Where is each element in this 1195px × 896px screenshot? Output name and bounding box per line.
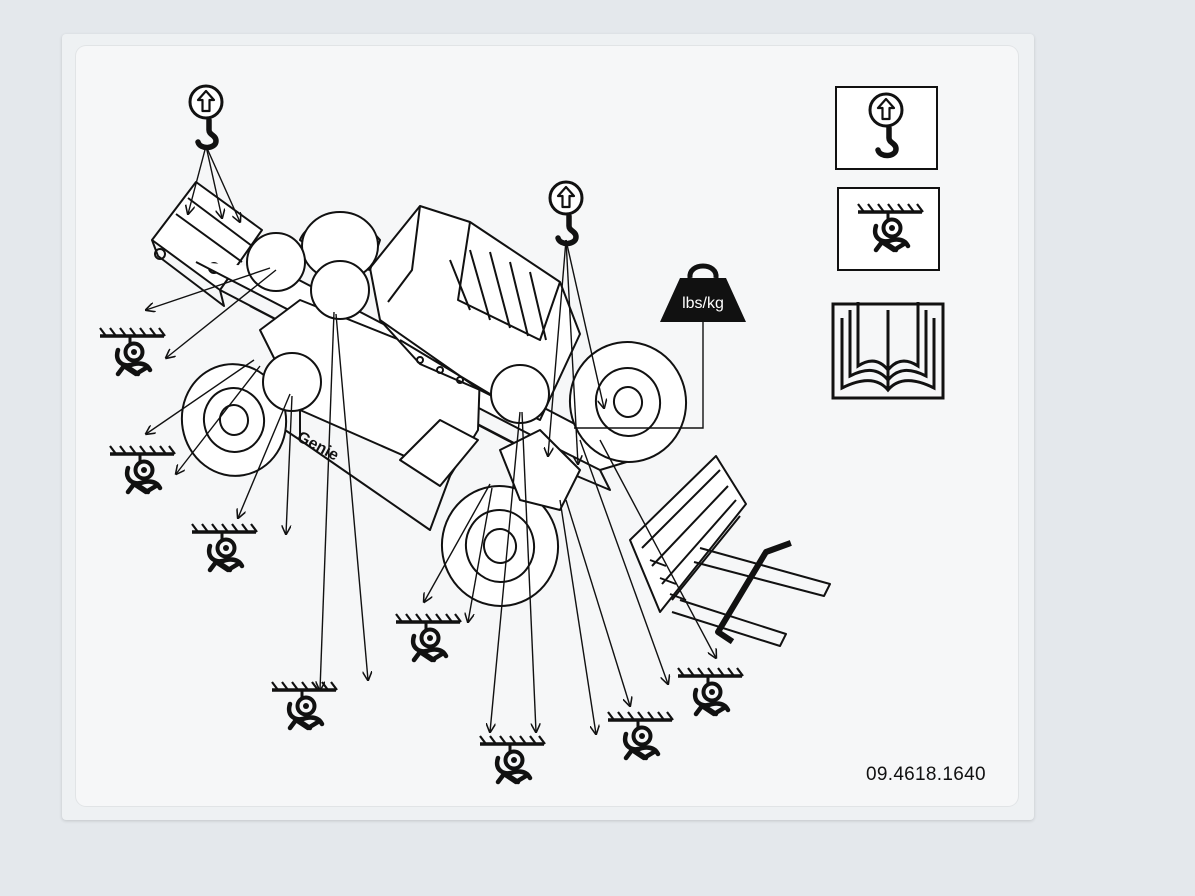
part-number: 09.4618.1640: [866, 764, 986, 785]
pointer-arrows: [146, 145, 716, 734]
tie-down-point-icon: [678, 668, 743, 714]
weight-icon: [660, 263, 746, 322]
weight-unit-text: lbs/kg: [682, 295, 724, 312]
lifting-hook-icon: [190, 86, 222, 148]
attachment-point-circle: [490, 364, 550, 424]
operator-manual-icon: [831, 302, 945, 400]
tie-down-point-icon: [272, 682, 337, 728]
legend-box-lifting: [835, 86, 938, 170]
attachment-point-circle: [310, 260, 370, 320]
tie-down-point-icon: [396, 614, 461, 660]
attachment-point-circle: [246, 232, 306, 292]
legend-box-tie-down: [837, 187, 940, 271]
svg-text:Genie: Genie: [294, 429, 341, 465]
tie-down-point-icon: [110, 446, 175, 492]
tie-down-point-icon: [192, 524, 257, 570]
tie-down-point-icon: [608, 712, 673, 758]
tie-down-point-icon: [100, 328, 165, 374]
attachment-point-circles: [246, 232, 550, 424]
lifting-hook-icon: [550, 182, 582, 244]
tie-down-point-icon: [480, 736, 545, 782]
